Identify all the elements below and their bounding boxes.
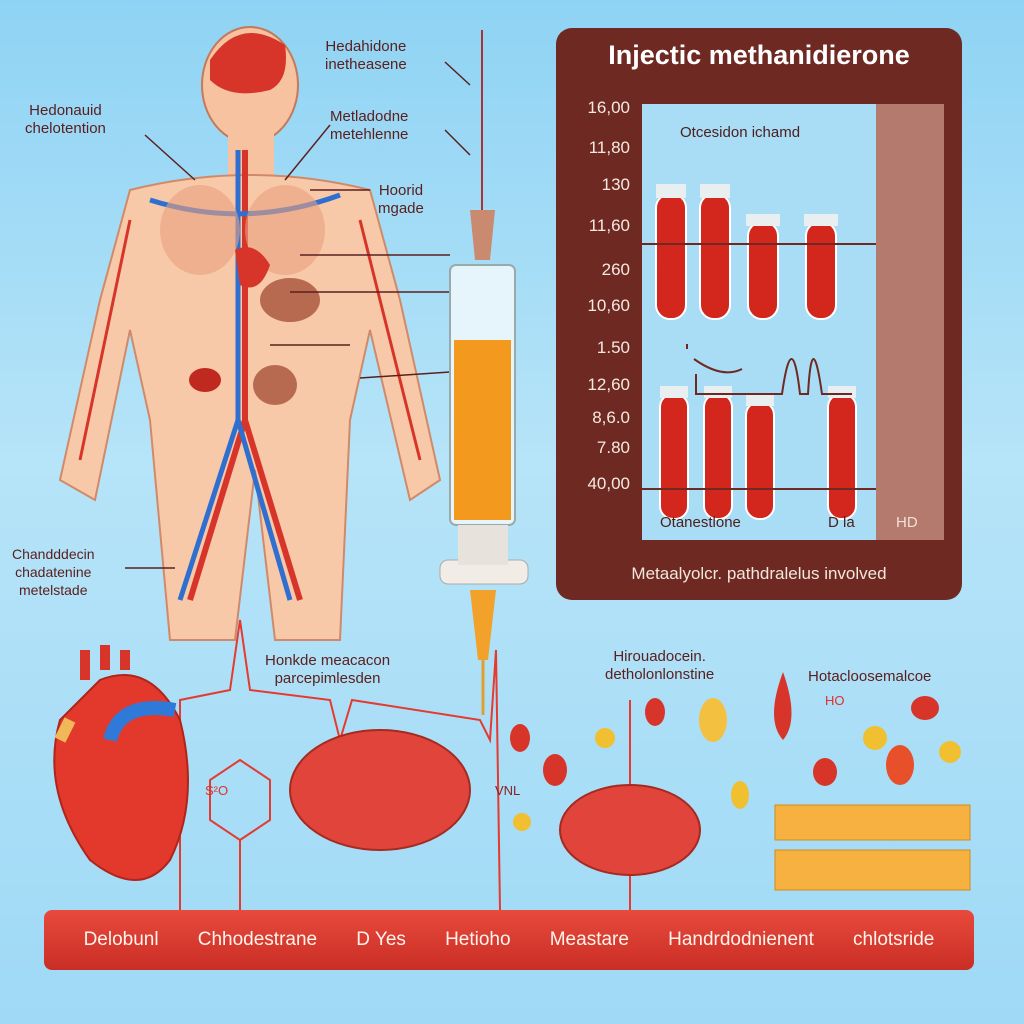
bar-label: chlotsride [853,929,935,950]
leader-lines [125,61,471,569]
y-tick: 16,00 [587,98,630,117]
bar-label: Delobunl [83,929,159,950]
y-tick: 7.80 [596,438,630,457]
muscle-disc-2 [559,784,701,876]
inner-bottom-right-label: D la [828,514,855,531]
heart-small-icon [235,247,270,288]
bar-label: Meastare [549,929,629,950]
pills [510,672,961,831]
heart-icon [53,645,189,881]
inner-top-label: Otcesidon ichamd [680,124,801,141]
label-bottom-c: Hotacloosemalcoe [808,668,932,685]
info-panel: Injectic methanidierone Otcesidon ichamd… [556,28,962,600]
y-tick: 260 [601,260,630,279]
label-bottom-b: Hirouadocein.detholonlonstine [605,648,715,683]
panel-side-area: HD [876,104,944,540]
label-ho: HO [825,693,845,708]
y-tick: 8,6.0 [592,408,630,427]
bar-label: Handrdodnienent [668,929,814,950]
label-vnl: VNL [495,783,521,798]
blood-drop-icon [774,672,792,740]
y-tick: 11,80 [588,138,630,157]
label-sto: S²O [205,783,229,798]
bar-label: Chhodestrane [197,929,318,950]
fat-tissue-block [774,804,971,891]
y-tick: 11,60 [588,216,630,235]
y-tick: 130 [601,175,630,194]
panel-title: Injectic methanidierone [608,40,910,70]
y-tick: 12,60 [587,375,630,394]
y-tick: 40,00 [587,474,630,493]
inner-bottom-left-label: Otanestlone [660,514,741,531]
y-tick: 1.50 [596,338,630,357]
panel-inner-area: Otcesidon ichamd Otanestlone D la [642,104,876,540]
syringe-icon [439,30,529,715]
test-tubes [642,184,876,520]
brain-icon [210,33,286,94]
panel-footer: Metaalyolcr. pathdralelus involved [631,564,887,583]
bar-label: Hetioho [445,929,511,950]
bar-label: D Yes [356,929,406,950]
muscle-disc-1 [289,729,471,851]
side-label: HD [896,514,918,531]
y-tick: 10,60 [587,296,630,315]
bottom-label-bar: Delobunl Chhodestrane D Yes Hetioho Meas… [44,910,974,970]
